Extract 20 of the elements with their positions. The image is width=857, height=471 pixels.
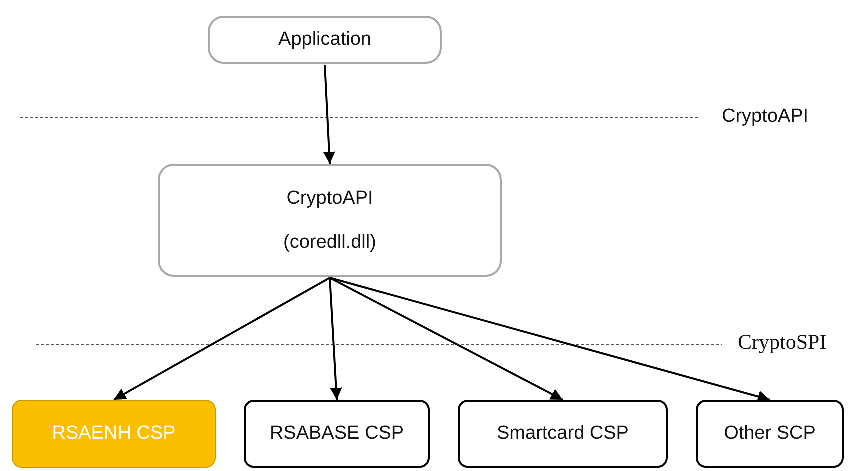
node-text: Other SCP [724,423,816,445]
arrow [323,64,336,164]
layer-label: CryptoAPI [722,106,809,128]
node-text: Application [278,29,372,51]
process-box [458,400,668,468]
arrow [114,277,330,401]
process-box [244,400,430,468]
process-box [208,16,442,64]
node-text: Smartcard CSP [497,423,629,445]
node-text: (coredll.dll) [284,232,376,254]
arrow [330,277,770,403]
layer-label: CryptoSPI [738,330,827,355]
arrow [330,277,564,401]
node-text: CryptoAPI [286,188,374,210]
process-box [696,400,844,468]
node-text: RSAENH CSP [52,423,176,445]
node-text: RSABASE CSP [270,423,404,445]
process-box [12,400,216,468]
process-box [158,164,502,277]
arrow [329,278,342,400]
